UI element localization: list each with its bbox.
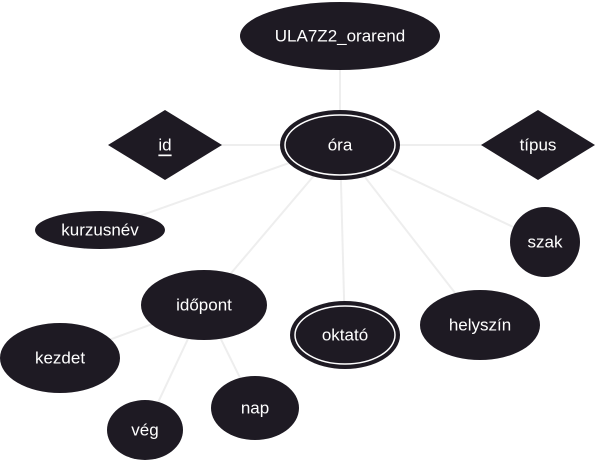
attribute-label-nap: nap: [241, 399, 269, 418]
attribute-node-helyszin: helyszín: [420, 290, 540, 360]
attribute-node-idopont: időpont: [141, 270, 267, 340]
attribute-node-szak: szak: [510, 207, 580, 277]
attribute-label-tipus: típus: [520, 136, 557, 155]
attribute-label-id: id: [158, 136, 171, 155]
attribute-label-kezdet: kezdet: [35, 349, 85, 368]
attribute-node-kurzusnev: kurzusnév: [35, 211, 165, 249]
attribute-node-nap: nap: [211, 376, 299, 440]
attribute-label-oktato: oktató: [322, 326, 368, 345]
attribute-node-kezdet: kezdet: [0, 323, 120, 393]
entity-label-ora: óra: [328, 136, 353, 155]
entity-node-ora: óra: [280, 110, 400, 180]
attribute-node-oktato: oktató: [290, 301, 400, 369]
attribute-label-veg: vég: [131, 421, 158, 440]
attribute-label-szak: szak: [528, 233, 563, 252]
attribute-label-idopont: időpont: [176, 296, 232, 315]
root-entity-label: ULA7Z2_orarend: [275, 27, 405, 46]
attribute-node-id: id: [108, 110, 222, 180]
attribute-label-helyszin: helyszín: [449, 316, 511, 335]
attribute-node-veg: vég: [107, 400, 183, 460]
attribute-label-kurzusnev: kurzusnév: [61, 221, 139, 240]
attribute-node-tipus: típus: [481, 110, 595, 180]
root-entity-node: ULA7Z2_orarend: [240, 2, 440, 70]
